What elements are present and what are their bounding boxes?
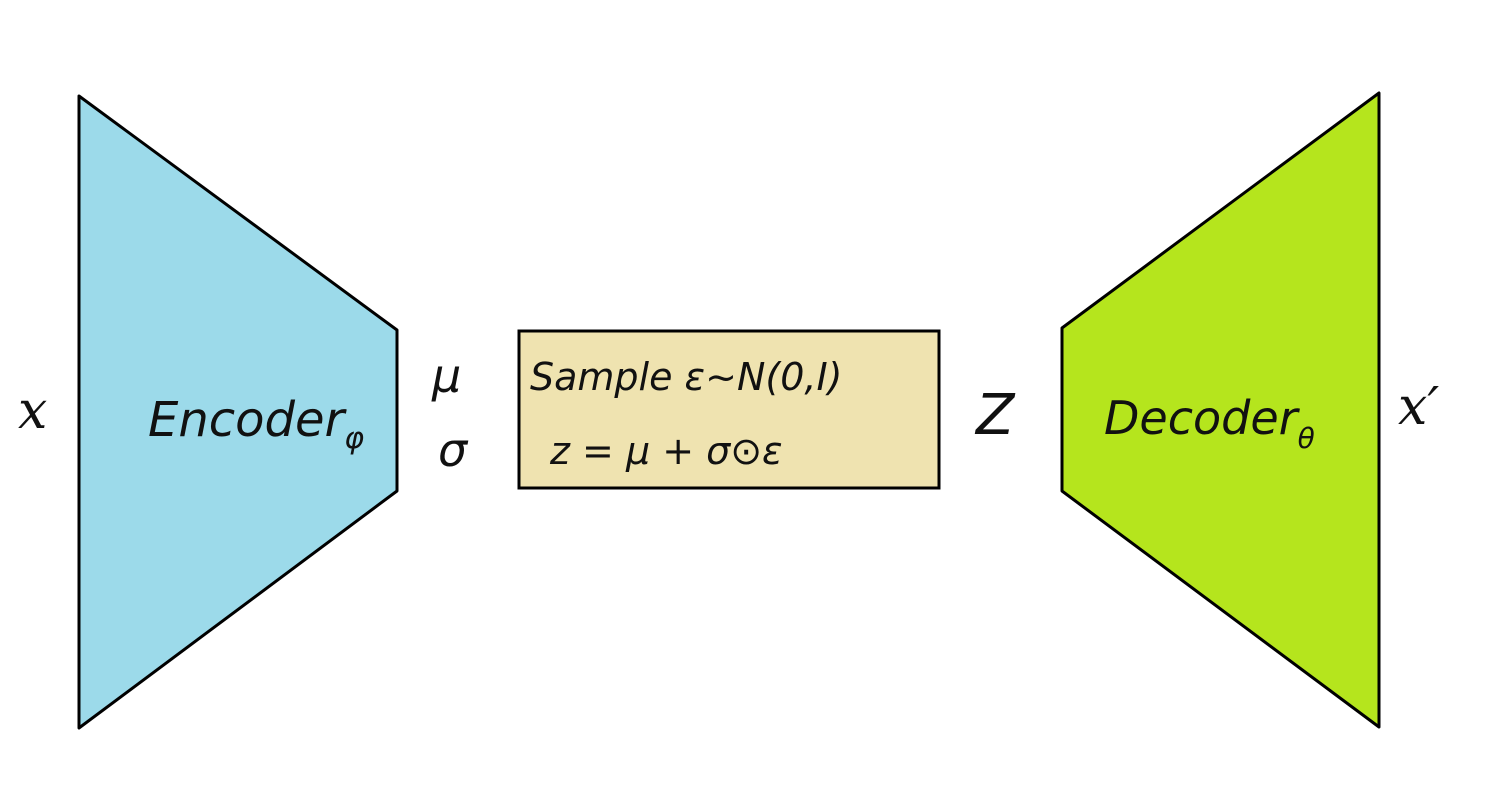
decoder-label: Decoderθ bbox=[1104, 391, 1315, 455]
latent-label: Z bbox=[974, 383, 1016, 448]
sampler-line1: Sample ε~N(0,I) bbox=[530, 355, 842, 399]
encoder-label: Encoderφ bbox=[148, 392, 364, 456]
decoder-label-text: Decoder bbox=[1104, 391, 1301, 445]
sampler-box bbox=[517, 329, 941, 490]
encoder-label-text: Encoder bbox=[148, 392, 348, 448]
decoder-subscript: θ bbox=[1298, 422, 1315, 455]
input-label: x bbox=[18, 381, 47, 441]
sigma-label: σ bbox=[438, 423, 469, 477]
encoder-subscript: φ bbox=[344, 421, 364, 456]
output-label: x′ bbox=[1398, 377, 1439, 437]
decoder-shape bbox=[1060, 91, 1381, 729]
mu-label: μ bbox=[431, 349, 461, 403]
encoder-shape bbox=[77, 94, 399, 730]
sampler-line2: z = μ + σ⊙ε bbox=[549, 429, 783, 473]
